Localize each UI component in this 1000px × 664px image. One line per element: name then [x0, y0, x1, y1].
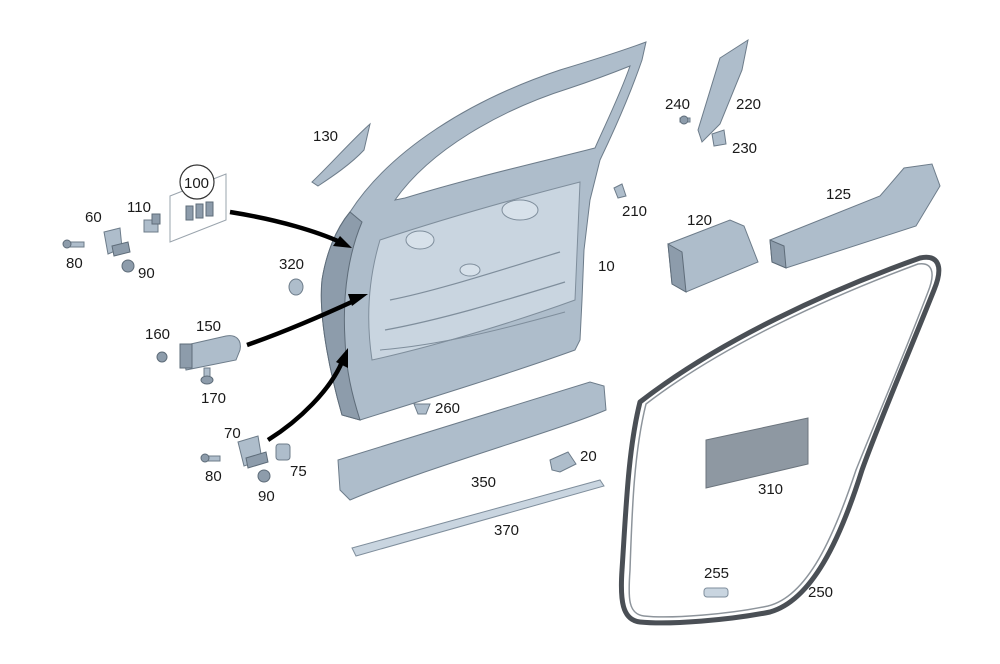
callout-130: 130 — [313, 128, 338, 145]
part-100-clips-box — [169, 164, 227, 243]
part-370-strip — [351, 479, 605, 557]
part-110-bracket — [143, 213, 161, 233]
part-220-pillar-trim — [697, 38, 749, 143]
part-120-trim-piece — [667, 219, 759, 293]
callout-120: 120 — [687, 212, 712, 229]
part-250-door-seal — [618, 254, 942, 626]
part-125-trim-piece — [769, 163, 941, 269]
callout-370: 370 — [494, 522, 519, 539]
callout-230: 230 — [732, 140, 757, 157]
callout-75: 75 — [290, 463, 307, 480]
pointer-arrows — [229, 209, 368, 442]
part-310-foil — [705, 417, 809, 489]
part-150-check-strap — [179, 335, 241, 371]
callout-170: 170 — [201, 390, 226, 407]
callout-255: 255 — [704, 565, 729, 582]
callout-90-upper: 90 — [138, 265, 155, 282]
callout-labels: 10 20 60 70 75 80 80 90 90 100 110 120 1… — [66, 96, 851, 601]
callout-320: 320 — [279, 256, 304, 273]
part-130-mirror-trim — [311, 122, 371, 187]
callout-70: 70 — [224, 425, 241, 442]
callout-260: 260 — [435, 400, 460, 417]
part-20-end-cap — [549, 451, 577, 473]
part-170-bolt — [200, 367, 214, 385]
part-260-clip — [413, 403, 431, 415]
part-80-bolt-lower — [200, 453, 221, 463]
callout-250: 250 — [808, 584, 833, 601]
callout-150: 150 — [196, 318, 221, 335]
part-240-screw — [679, 115, 691, 125]
part-90-nut-upper — [121, 259, 135, 273]
part-80-bolt-upper — [62, 239, 85, 249]
callout-110: 110 — [127, 199, 151, 216]
part-60-hinge-upper — [103, 227, 131, 257]
part-230-clip — [711, 129, 727, 147]
callout-100: 100 — [184, 175, 209, 192]
callout-10: 10 — [598, 258, 615, 275]
callout-80-lower: 80 — [205, 468, 222, 485]
callout-90-lower: 90 — [258, 488, 275, 505]
callout-20: 20 — [580, 448, 597, 465]
part-350-sill-panel — [337, 381, 607, 501]
callout-125: 125 — [826, 186, 851, 203]
part-210-clip — [613, 183, 627, 199]
callout-310: 310 — [758, 481, 783, 498]
callout-60: 60 — [85, 209, 102, 226]
callout-160: 160 — [145, 326, 170, 343]
part-90-nut-lower — [257, 469, 271, 483]
part-160-nut — [156, 351, 168, 363]
part-75-cap — [275, 443, 291, 461]
callout-350: 350 — [471, 474, 496, 491]
part-320-grommet — [288, 278, 304, 296]
part-255-clip — [703, 587, 729, 598]
callout-210: 210 — [622, 203, 647, 220]
callout-80-upper: 80 — [66, 255, 83, 272]
door-shell — [320, 41, 647, 421]
part-70-hinge-lower — [237, 435, 269, 469]
callout-240: 240 — [665, 96, 690, 113]
callout-220: 220 — [736, 96, 761, 113]
